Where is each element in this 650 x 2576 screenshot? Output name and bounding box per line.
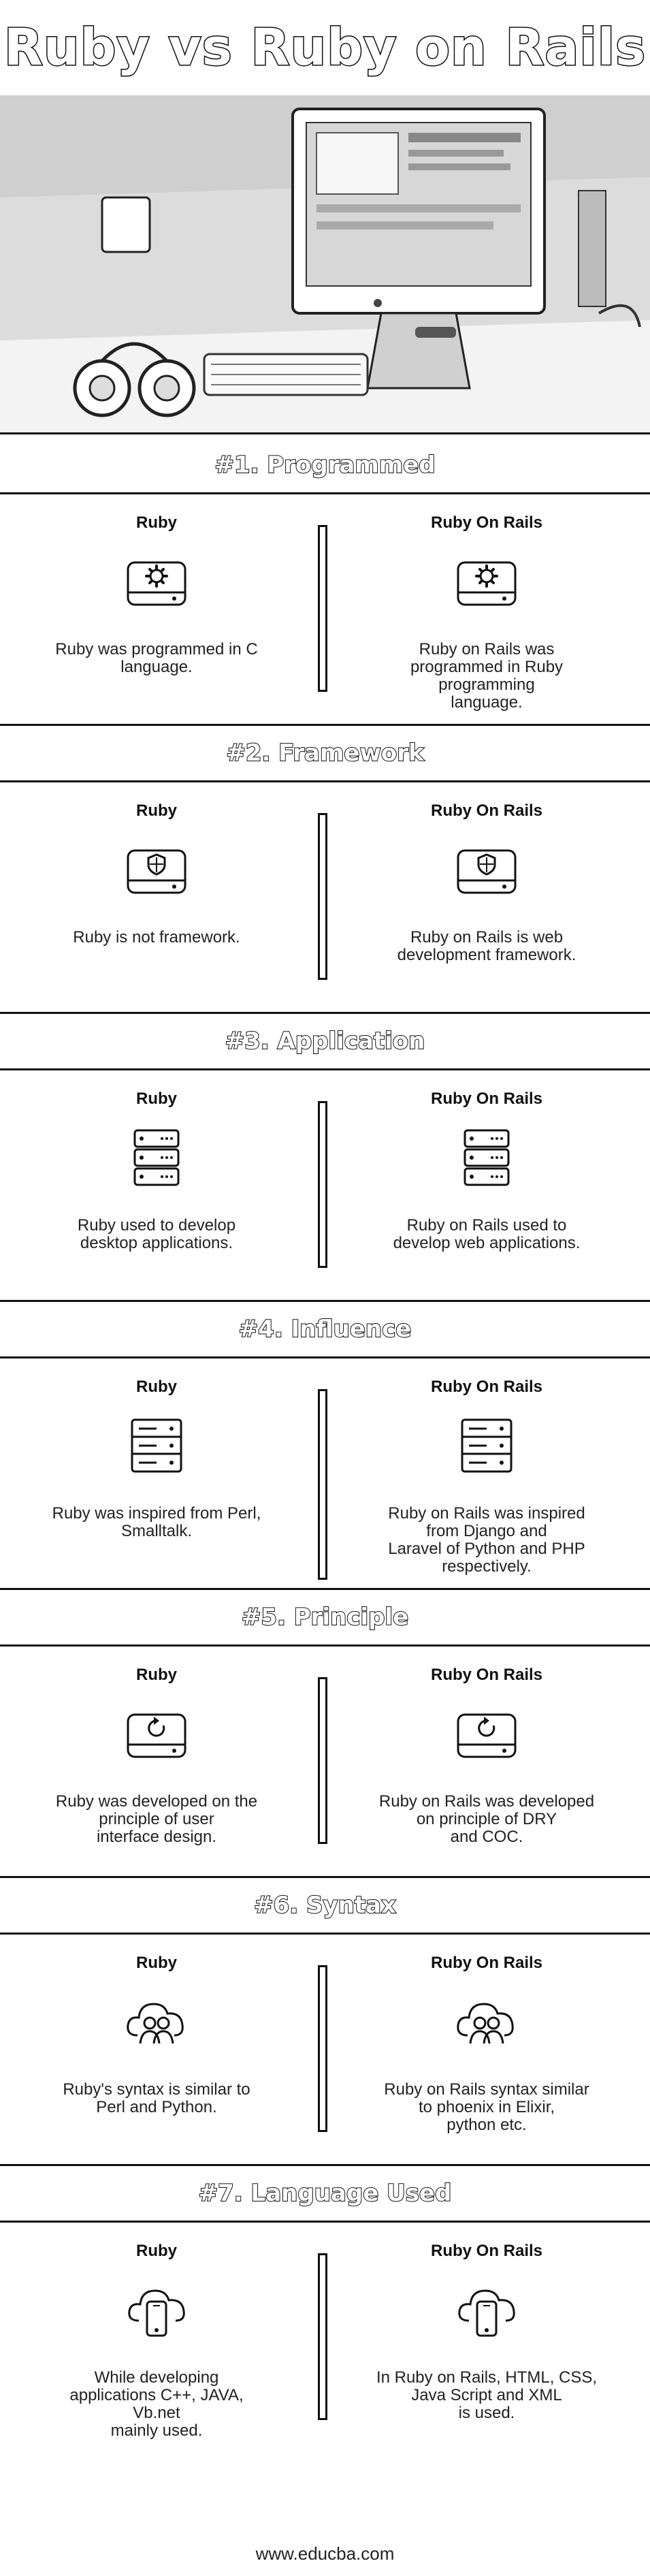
cloud-phone-icon [128,2289,185,2337]
section-header-language-used: #7. Language Used [0,2166,650,2223]
column-divider [318,1965,327,2132]
rails-column: Ruby On Rails Ruby on Rails is web devel… [344,782,630,1012]
server-rack-icon [133,1129,180,1186]
ruby-column: Ruby Ruby was programmed in C language. [14,494,299,724]
ruby-column: Ruby Ruby was inspired from Perl, Smallt… [14,1358,299,1588]
column-divider [318,1101,327,1268]
section-heading: #5. Principle [241,1603,409,1632]
shield-drive-icon [127,849,186,894]
section-body-programmed: Ruby Ruby was programmed in C language. … [0,494,650,726]
column-divider [318,813,327,980]
ruby-column: Ruby Ruby was developed on the principle… [14,1647,299,1876]
column-label: Ruby [136,513,177,532]
column-divider [318,1389,327,1580]
column-text: Ruby was programmed in C language. [55,640,258,676]
footer-url: www.educba.com [255,2543,395,2564]
rails-column: Ruby On Rails Ruby on Rails was inspired… [344,1358,630,1588]
column-text: Ruby was developed on the principle of u… [55,1792,258,1846]
refresh-drive-icon [457,1713,517,1758]
section-body-framework: Ruby Ruby is not framework. Ruby On Rail… [0,782,650,1014]
rails-column: Ruby On Rails In Ruby on Rails, HTML, CS… [344,2223,630,2529]
section-header-programmed: #1. Programmed [0,438,650,494]
page-title: Ruby vs Ruby on Rails [3,18,647,78]
gear-drive-icon [127,561,186,606]
section-heading: #1. Programmed [214,451,436,479]
server-rack-icon [464,1129,510,1186]
section-heading: #3. Application [225,1027,426,1055]
section-heading: #7. Language Used [198,2179,453,2208]
ruby-column: Ruby Ruby's syntax is similar to Perl an… [14,1935,299,2164]
column-label: Ruby On Rails [430,513,543,532]
column-label: Ruby [136,801,177,820]
column-divider [318,1677,327,1844]
column-text: Ruby used to develop desktop application… [77,1216,236,1252]
column-label: Ruby On Rails [430,1090,543,1108]
column-label: Ruby [136,1954,177,1972]
column-text: Ruby on Rails is web development framewo… [397,928,576,964]
column-text: Ruby is not framework. [73,928,240,947]
column-divider [318,525,327,692]
column-text: Ruby on Rails used to develop web applic… [393,1216,581,1252]
section-heading: #2. Framework [225,739,424,767]
column-label: Ruby [136,2242,177,2260]
cloud-users-icon [127,2003,184,2044]
cloud-users-icon [457,2003,514,2044]
column-label: Ruby [136,1378,177,1396]
column-text: Ruby was inspired from Perl, Smalltalk. [52,1504,261,1540]
cloud-phone-icon [458,2289,515,2337]
column-text: Ruby on Rails was programmed in Ruby pro… [410,640,564,712]
column-label: Ruby On Rails [430,801,543,820]
rails-column: Ruby On Rails Ruby on Rails was develope… [344,1647,630,1876]
column-text: While developing applications C++, JAVA,… [69,2368,244,2440]
server-stack-icon [461,1418,513,1473]
ruby-column: Ruby Ruby used to develop desktop applic… [14,1070,299,1300]
section-body-principle: Ruby Ruby was developed on the principle… [0,1647,650,1878]
column-label: Ruby On Rails [430,2242,543,2260]
section-body-language-used: Ruby While developing applications C++, … [0,2223,650,2529]
hero-photo [0,95,650,434]
column-divider [318,2253,327,2420]
section-body-influence: Ruby Ruby was inspired from Perl, Smallt… [0,1358,650,1590]
column-label: Ruby [136,1666,177,1684]
section-header-influence: #4. Influence [0,1302,650,1358]
section-heading: #6. Syntax [253,1891,397,1920]
column-text: Ruby on Rails was developed on principle… [378,1792,595,1846]
shield-drive-icon [457,849,517,894]
section-header-application: #3. Application [0,1014,650,1070]
section-header-syntax: #6. Syntax [0,1878,650,1935]
column-text: Ruby's syntax is similar to Perl and Pyt… [63,2080,250,2116]
section-body-syntax: Ruby Ruby's syntax is similar to Perl an… [0,1935,650,2166]
column-label: Ruby On Rails [430,1378,543,1396]
server-stack-icon [131,1418,182,1473]
column-label: Ruby On Rails [430,1954,543,1972]
column-text: Ruby on Rails was inspired from Django a… [388,1504,585,1576]
ruby-column: Ruby While developing applications C++, … [14,2223,299,2529]
section-header-principle: #5. Principle [0,1590,650,1647]
rails-column: Ruby On Rails Ruby on Rails syntax simil… [344,1935,630,2164]
rails-column: Ruby On Rails Ruby on Rails used to deve… [344,1070,630,1300]
column-text: Ruby on Rails syntax similar to phoenix … [384,2080,589,2134]
gear-drive-icon [457,561,517,606]
ruby-column: Ruby Ruby is not framework. [14,782,299,1012]
column-text: In Ruby on Rails, HTML, CSS, Java Script… [376,2368,598,2422]
section-header-framework: #2. Framework [0,726,650,782]
refresh-drive-icon [127,1713,186,1758]
desk-computer-illustration [0,95,650,432]
section-heading: #4. Influence [238,1315,412,1343]
column-label: Ruby On Rails [430,1666,543,1684]
column-label: Ruby [136,1090,177,1108]
section-body-application: Ruby Ruby used to develop desktop applic… [0,1070,650,1302]
rails-column: Ruby On Rails Ruby on Rails was programm… [344,494,630,724]
